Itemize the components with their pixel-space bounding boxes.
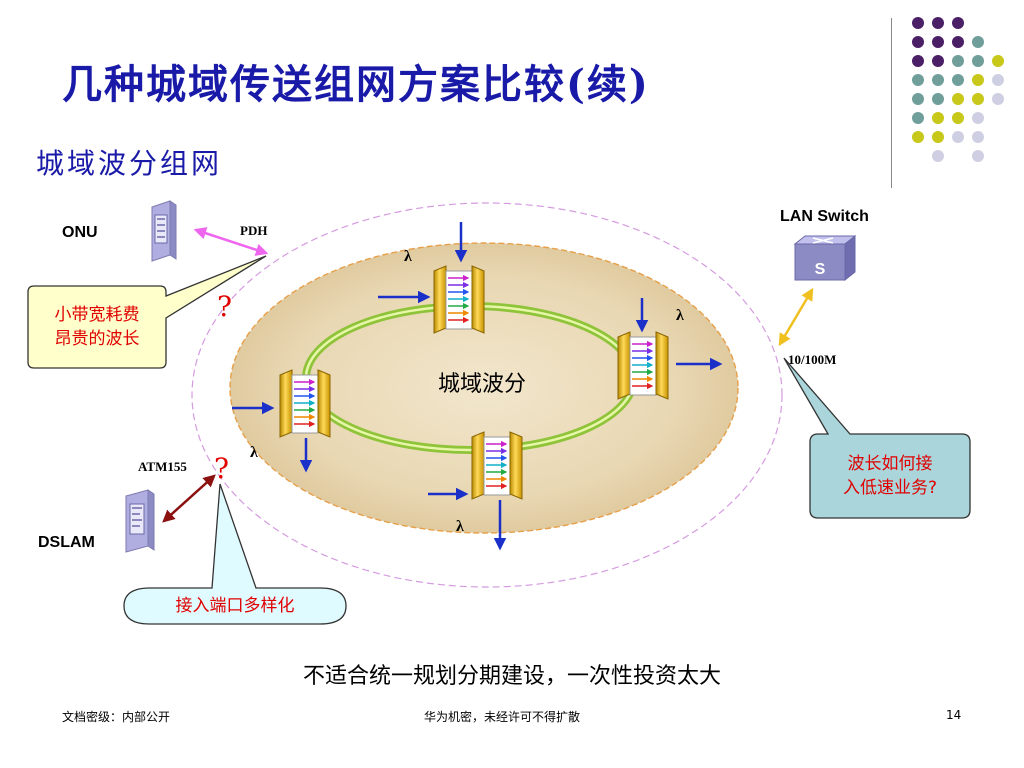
callout-lowspeed-bubble bbox=[783, 357, 971, 519]
atm-link bbox=[162, 474, 216, 523]
callout-ports-text: 接入端口多样化 bbox=[175, 596, 295, 616]
decorative-dot-grid bbox=[912, 17, 1004, 162]
oadm-node-top bbox=[433, 265, 485, 334]
question-mark-upper: ? bbox=[217, 290, 233, 323]
callout-lowspeed-line-2: 入低速业务? bbox=[842, 478, 938, 498]
lambda-label-top: λ bbox=[404, 248, 412, 265]
slide-title: 几种城域传送组网方案比较(续) bbox=[62, 61, 650, 108]
lambda-label-left: λ bbox=[250, 444, 258, 461]
pdh-link bbox=[193, 227, 269, 256]
ethernet-link bbox=[778, 287, 814, 347]
dslam-device-icon bbox=[125, 489, 155, 553]
access-boundary bbox=[191, 202, 783, 588]
lambda-label-right: λ bbox=[676, 307, 684, 324]
dslam-label: DSLAM bbox=[38, 534, 95, 551]
question-mark-lower: ? bbox=[214, 452, 230, 485]
title-divider bbox=[891, 18, 892, 188]
callout-lowspeed-line-1: 波长如何接 bbox=[847, 454, 933, 474]
callout-narrowband-text: 小带宽耗费 昂贵的波长 bbox=[28, 303, 166, 351]
oadm-node-right bbox=[617, 331, 669, 400]
conclusion-text: 不适合统一规划分期建设，一次性投资太大 bbox=[302, 664, 721, 689]
callout-narrowband-line-2: 昂贵的波长 bbox=[54, 329, 140, 349]
lambda-label-bottom: λ bbox=[456, 518, 464, 535]
metro-area bbox=[229, 242, 739, 534]
ethernet-link-label: 10/100M bbox=[788, 352, 837, 367]
footer-page-number: 14 bbox=[946, 708, 962, 722]
callout-ports-bubble bbox=[123, 483, 347, 625]
oadm-node-bottom bbox=[471, 431, 523, 500]
onu-device-icon bbox=[151, 200, 177, 262]
footer-classification: 文档密级：内部公开 bbox=[62, 710, 171, 724]
footer-confidential: 华为机密，未经许可不得扩散 bbox=[424, 710, 581, 724]
onu-label: ONU bbox=[62, 224, 98, 241]
callout-narrowband-bubble bbox=[27, 255, 267, 369]
oadm-node-left bbox=[279, 369, 331, 438]
switch-glyph: S bbox=[815, 261, 826, 278]
lan-switch-label: LAN Switch bbox=[780, 208, 869, 225]
callout-lowspeed-text: 波长如何接 入低速业务? bbox=[810, 452, 970, 500]
callout-narrowband-line-1: 小带宽耗费 bbox=[54, 305, 140, 325]
atm-link-label: ATM155 bbox=[138, 459, 187, 474]
slide-subtitle: 城域波分组网 bbox=[36, 147, 223, 180]
lan-switch-icon: S bbox=[793, 234, 857, 282]
pdh-link-label: PDH bbox=[240, 223, 268, 238]
metro-wdm-label: 城域波分 bbox=[438, 372, 527, 397]
